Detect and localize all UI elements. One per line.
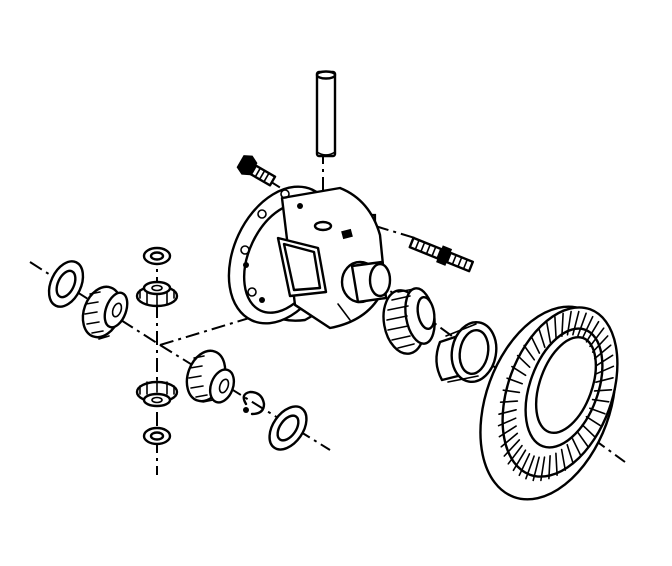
ring-gear-tooth xyxy=(540,456,546,482)
ring-gear-icon xyxy=(479,305,619,501)
ring-gear-tooth xyxy=(595,365,615,375)
ring-gear-tooth xyxy=(518,452,531,477)
ring-gear-tooth xyxy=(588,407,606,415)
side-gear-left-icon xyxy=(81,285,129,340)
ring-gear-tooth xyxy=(523,344,536,361)
ring-gear-tooth xyxy=(581,315,594,340)
pinion-washer-top-icon xyxy=(142,246,172,266)
ring-gear-tooth xyxy=(576,431,589,448)
ring-gear-tooth xyxy=(595,354,614,367)
side-gear-axis-left xyxy=(29,261,161,346)
bearing-race-icon xyxy=(435,321,498,383)
side-gear-right-icon xyxy=(185,349,236,404)
ring-gear-tooth xyxy=(545,321,552,344)
ring-gear-tooth xyxy=(537,327,546,349)
ring-gear-tooth xyxy=(506,377,524,385)
thrust-washer-right-icon xyxy=(268,405,308,451)
pinion-washer-bottom-icon xyxy=(142,426,172,446)
thrust-washer-left-icon xyxy=(47,260,85,308)
ring-gear-tooth xyxy=(593,388,613,392)
ring-gear-tooth xyxy=(566,443,575,465)
pinion-gear-upper-icon xyxy=(135,280,179,308)
side-gear-axis-right xyxy=(159,344,331,451)
ring-gear-teeth xyxy=(497,310,615,482)
ring-gear-tooth xyxy=(591,335,609,353)
retaining-clip-icon xyxy=(242,390,266,416)
ring-gear-tooth xyxy=(530,335,541,354)
ring-gear-tooth xyxy=(593,344,612,360)
side-bearing-cone-icon xyxy=(382,287,436,355)
ring-gear-tooth xyxy=(589,327,605,348)
bolt-axis-right xyxy=(374,225,416,239)
ring-gear-tooth xyxy=(525,455,535,480)
ring-gear-tooth xyxy=(512,449,527,472)
ring-gear-tooth xyxy=(560,448,567,471)
ring-gear-tooth xyxy=(500,432,519,448)
ring-gear-tooth xyxy=(572,310,580,336)
ring-gear-tooth xyxy=(499,400,519,404)
lock-bolt-right-icon xyxy=(408,236,475,273)
ring-gear-tooth xyxy=(532,456,540,482)
differential-case-icon xyxy=(227,185,392,330)
pinion-shaft-icon xyxy=(315,70,337,158)
ring-gear-tooth xyxy=(595,376,614,384)
ring-gear-tooth xyxy=(516,354,531,369)
ring-gear-tooth xyxy=(497,417,517,427)
ring-gear-tooth xyxy=(591,398,610,403)
ring-gear-tooth xyxy=(585,415,601,427)
ring-gear-tooth xyxy=(554,315,557,340)
ring-gear-tooth xyxy=(503,439,521,457)
ring-gear-tooth xyxy=(571,438,582,457)
ring-gear-tooth xyxy=(555,452,558,477)
ring-gear-tooth xyxy=(577,312,587,337)
ring-gear-tooth xyxy=(507,444,523,465)
ring-gear-tooth xyxy=(511,365,527,377)
ring-gear-tooth xyxy=(498,425,517,438)
lock-bolt-left-icon xyxy=(236,155,277,187)
ring-gear-tooth xyxy=(581,423,596,438)
pinion-gear-lower-icon xyxy=(135,379,179,408)
ring-gear-tooth xyxy=(566,310,572,336)
ring-gear-tooth xyxy=(548,454,551,480)
ring-gear-tooth xyxy=(585,320,600,343)
ring-gear-tooth xyxy=(498,408,517,416)
ring-gear-tooth xyxy=(561,312,564,338)
ring-gear-tooth xyxy=(502,389,521,394)
